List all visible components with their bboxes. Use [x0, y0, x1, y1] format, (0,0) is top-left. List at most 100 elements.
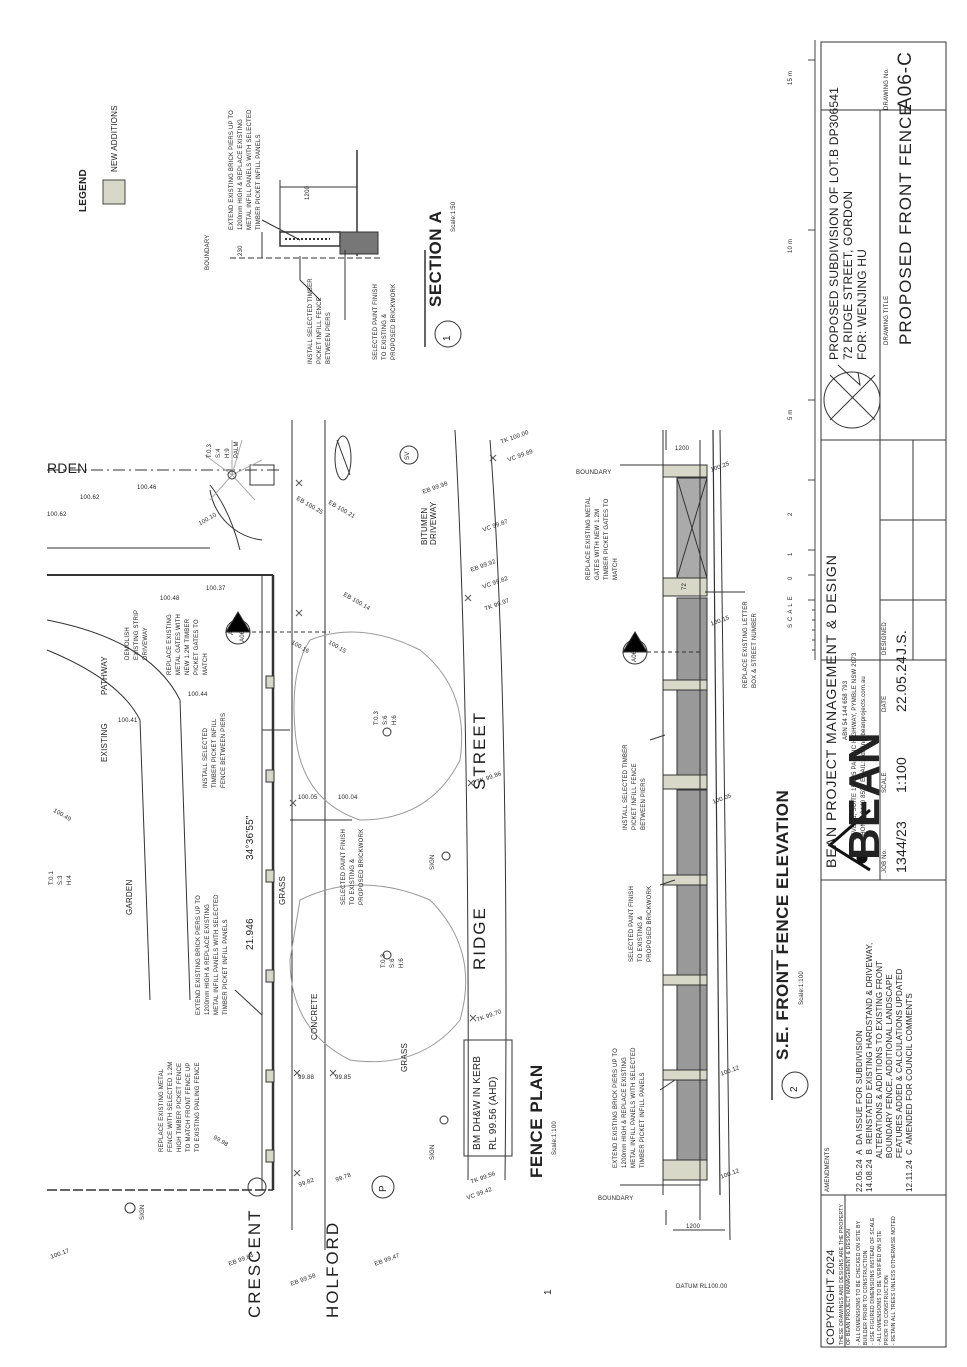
scale-bar — [808, 40, 816, 660]
job-no-label: JOB No. — [882, 848, 888, 873]
scale-bar-label: SCALE — [788, 593, 794, 628]
garden-top-label: RDEN — [47, 460, 88, 476]
elevation-datum: DATUM RL100.00 — [676, 1284, 728, 1290]
date-label: DATE — [882, 695, 888, 712]
drawing-title-label: DRAWING TITLE — [884, 295, 890, 345]
scale-tick-15: 15 m — [788, 70, 794, 85]
p-label: P — [378, 1185, 389, 1192]
section-a-title: SECTION A — [426, 210, 445, 307]
title-block-frame — [820, 41, 947, 1348]
plan-distance: 21.946 — [245, 918, 256, 950]
grass-label: GRASS — [278, 875, 287, 905]
level-100-37: 100.37 — [206, 586, 226, 592]
disclaimers: - ALL DIMENSIONS TO BE CHECKED ON SITE B… — [856, 1216, 897, 1345]
plan-a06-ref: A06 — [240, 630, 246, 642]
designed-label: DESIGNED — [882, 622, 888, 655]
fence-plan-title: FENCE PLAN — [527, 1064, 546, 1178]
section-a-boundary: BOUNDARY — [205, 234, 211, 271]
elevation-title: S.E. FRONT FENCE ELEVATION — [773, 789, 792, 1060]
company-name: BEAN PROJECT MANAGEMENT & DESIGN — [823, 554, 839, 868]
plan-bearing: 34°36'55" — [245, 815, 256, 860]
sv-label: SV — [405, 451, 411, 460]
north-arrow — [823, 364, 881, 429]
level-100-04: 100.04 — [338, 795, 358, 801]
legend-item-label: NEW ADDITIONS — [110, 105, 119, 172]
scale-tick-2: 2 — [788, 512, 794, 516]
level-99-88: 99.88 — [298, 1075, 315, 1081]
scale-tick-10: 10 m — [788, 238, 794, 253]
pathway-label: PATHWAY — [100, 656, 109, 695]
sign3-label: SIGN — [430, 1144, 436, 1160]
date-value: 22.05.24 — [893, 655, 909, 712]
sign2-label: SIGN — [430, 854, 436, 870]
street-holford: HOLFORD — [323, 1220, 342, 1318]
scale-tick-1: 1 — [788, 552, 794, 556]
copyright-note: THESE DRAWINGS AND DESIGNS ARE THE PROPE… — [839, 1203, 852, 1345]
garden-label: GARDEN — [125, 879, 134, 915]
level-100-62: 100.62 — [80, 495, 100, 501]
elevation-dim-top: 1200 — [675, 446, 690, 452]
copyright-title: COPYRIGHT 2024 — [825, 1249, 837, 1345]
existing-label: EXISTING — [100, 723, 109, 762]
elevation-number-plate: 72 — [682, 582, 688, 590]
level-100-41: 100.41 — [118, 718, 138, 724]
legend-swatch — [102, 179, 126, 205]
grass2-label: GRASS — [400, 1042, 409, 1072]
bean-logo-mark — [827, 808, 871, 872]
scale-tick-5: 5 m — [788, 409, 794, 420]
job-no: 1344/23 — [893, 820, 909, 873]
level-100-05: 100.05 — [298, 795, 318, 801]
section-a-dim-230: 230 — [238, 245, 244, 256]
fence-plan-drawing — [46, 420, 513, 1250]
designed-value: J.S. — [893, 630, 909, 655]
level-100-46: 100.46 — [137, 485, 157, 491]
plan-a-ref: A — [229, 630, 235, 635]
drawing-no-label: DRAWING No. — [884, 68, 890, 110]
level-100-62b: 100.62 — [47, 512, 67, 518]
sign1-label: SIGN — [140, 1204, 146, 1220]
elevation-boundary-bottom: BOUNDARY — [598, 1196, 634, 1202]
street-crescent: CRESCENT — [245, 1208, 264, 1318]
legend-title: LEGEND — [78, 169, 89, 212]
fence-plan-number: 1 — [543, 1289, 554, 1295]
street-ridge: RIDGE — [470, 906, 489, 970]
section-a-number: 1 — [442, 335, 453, 341]
section-a-dim-1200: 1200 — [305, 185, 311, 200]
fence-plan-scale: Scale:1:100 — [552, 1121, 558, 1155]
level-99-85: 99.85 — [335, 1075, 352, 1081]
level-100-48: 100.48 — [160, 596, 180, 602]
elevation-a06-ref: A06 — [632, 650, 638, 662]
company-contact: PHONE: 9440 8524 EMAIL: admin@beanprojec… — [861, 676, 867, 840]
elevation-boundary-top: BOUNDARY — [576, 470, 612, 476]
section-a-drawing — [230, 150, 462, 348]
elevation-drawing — [620, 429, 809, 1241]
company-address: LEVEL 1, SUITE 15 895 PACIFIC HIGHWAY, P… — [852, 652, 858, 840]
concrete-label: CONCRETE — [310, 993, 319, 1041]
scale-value: 1:100 — [893, 756, 909, 793]
amendments-title: AMENDMENTS — [825, 1147, 831, 1192]
elevation-dim-bottom: 1200 — [686, 1224, 701, 1230]
scale-label: SCALE — [882, 772, 888, 793]
level-100-44: 100.44 — [188, 692, 208, 698]
